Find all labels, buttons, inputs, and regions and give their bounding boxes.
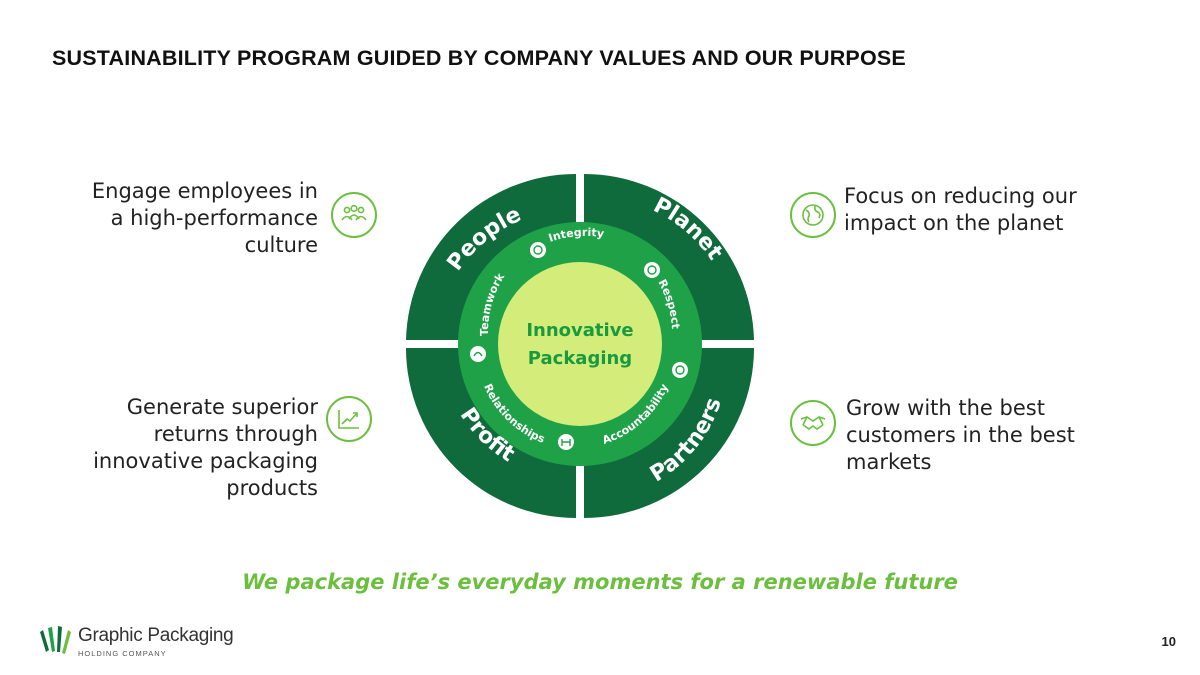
profit-caption-line: returns through <box>153 422 318 446</box>
integrity-icon <box>530 242 546 258</box>
profit-caption-line: products <box>226 476 318 500</box>
profit-caption: Generate superior returns through innova… <box>93 394 318 502</box>
respect-icon <box>644 262 660 278</box>
page-title: SUSTAINABILITY PROGRAM GUIDED BY COMPANY… <box>52 46 906 70</box>
center-line-2: Packaging <box>528 348 632 369</box>
planet-caption-line: Focus on reducing our <box>844 184 1077 208</box>
partners-caption-line: customers in the best <box>846 423 1075 447</box>
teamwork-icon <box>470 346 486 362</box>
handshake-icon <box>790 400 836 446</box>
page-number: 10 <box>1161 634 1176 649</box>
partners-caption: Grow with the best customers in the best… <box>846 395 1075 476</box>
logo-subtitle: HOLDING COMPANY <box>78 649 167 658</box>
values-wheel: People Planet Profit Partners Integrity … <box>406 174 754 518</box>
logo-name: Graphic Packaging <box>78 625 234 646</box>
center-line-1: Innovative <box>526 320 633 341</box>
planet-caption: Focus on reducing our impact on the plan… <box>844 183 1077 237</box>
company-logo: Graphic Packaging HOLDING COMPANY <box>36 622 236 664</box>
logo-leaf-icon <box>40 626 71 654</box>
accountability-icon <box>672 362 688 378</box>
people-group-icon <box>331 192 377 238</box>
globe-icon <box>790 192 836 238</box>
partners-caption-line: markets <box>846 450 932 474</box>
people-caption: Engage employees in a high-performance c… <box>92 178 318 259</box>
planet-caption-line: impact on the planet <box>844 211 1064 235</box>
profit-caption-line: innovative packaging <box>93 449 318 473</box>
rising-chart-icon <box>326 396 372 442</box>
profit-caption-line: Generate superior <box>126 395 318 419</box>
center-circle <box>498 262 662 426</box>
people-caption-line: Engage employees in <box>91 179 318 203</box>
tagline: We package life’s everyday moments for a… <box>242 570 958 594</box>
people-caption-line: culture <box>244 233 318 257</box>
partners-caption-line: Grow with the best <box>846 396 1045 420</box>
people-caption-line: a high-performance <box>110 206 318 230</box>
